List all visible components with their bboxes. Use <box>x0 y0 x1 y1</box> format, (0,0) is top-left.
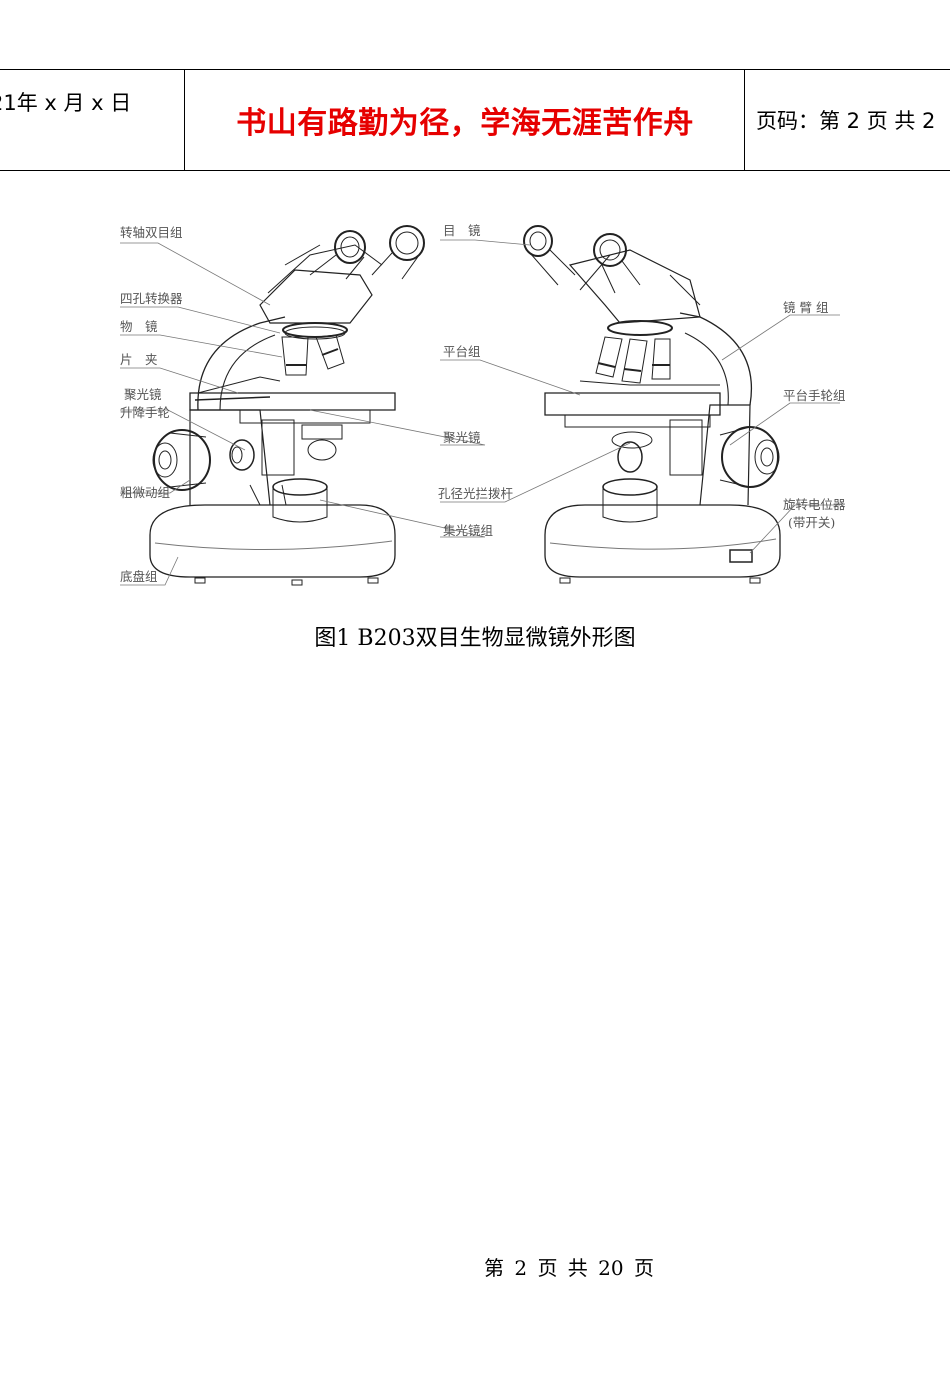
label-condenser-lift: 聚光镜 <box>124 387 162 402</box>
header-date: 21年 x 月 x 日 <box>0 91 132 115</box>
label-slide-clip: 片 夹 <box>120 352 158 367</box>
label-condenser: 聚光镜 <box>443 430 481 445</box>
label-objective: 物 镜 <box>120 319 158 334</box>
microscope-figure: 转轴双目组 四孔转换器 物 镜 片 夹 聚光镜 升降手轮 粗微动组 底盘组 目 … <box>110 205 850 600</box>
document-header: 21年 x 月 x 日 书山有路勤为径，学海无涯苦作舟 页码：第 2 页 共 2 <box>0 69 950 171</box>
label-base: 底盘组 <box>120 569 158 584</box>
label-potentiometer-switch: (带开关) <box>788 515 835 530</box>
label-arm: 镜 臂 组 <box>783 300 828 315</box>
label-eyepiece: 目 镜 <box>443 223 481 238</box>
figure-caption: 图1 B203双目生物显微镜外形图 <box>314 626 636 651</box>
label-four-hole-converter: 四孔转换器 <box>120 291 183 306</box>
label-potentiometer: 旋转电位器 <box>783 497 846 512</box>
header-motto: 书山有路勤为径，学海无涯苦作舟 <box>236 106 694 141</box>
label-stage: 平台组 <box>443 344 481 359</box>
label-collector: 集光镜组 <box>443 523 493 538</box>
label-rotating-binocular: 转轴双目组 <box>120 225 183 240</box>
label-iris-lever: 孔径光拦拨杆 <box>438 486 514 501</box>
label-coarse-fine: 粗微动组 <box>120 485 170 500</box>
header-divider <box>744 70 745 170</box>
page-footer: 第 2 页 共 20 页 <box>484 1256 654 1280</box>
header-divider <box>184 70 185 170</box>
label-stage-handwheel: 平台手轮组 <box>783 388 846 403</box>
label-condenser-lift-2: 升降手轮 <box>120 405 170 420</box>
header-page-info: 页码：第 2 页 共 2 <box>756 109 936 133</box>
microscope-drawing: 转轴双目组 四孔转换器 物 镜 片 夹 聚光镜 升降手轮 粗微动组 底盘组 目 … <box>120 223 846 586</box>
